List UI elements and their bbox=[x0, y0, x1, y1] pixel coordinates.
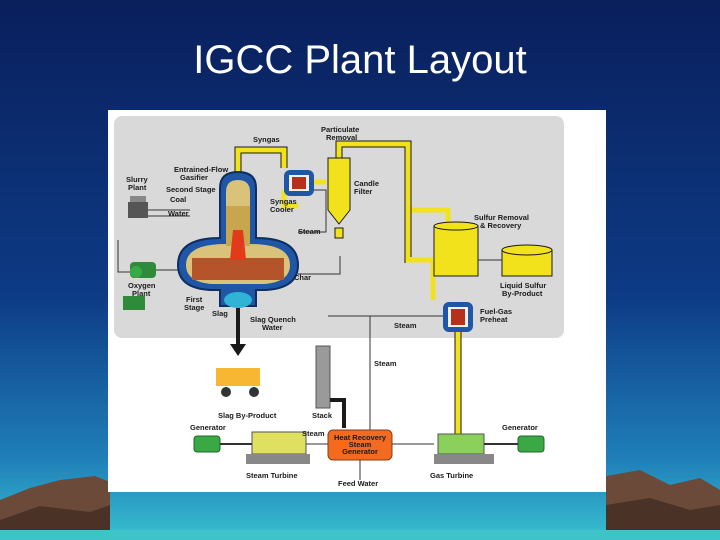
liquid-sulfur-tank bbox=[478, 244, 553, 277]
label-candle-filter-2: Filter bbox=[354, 187, 372, 196]
label-slag-quench-2: Water bbox=[262, 323, 283, 332]
label-syngas-cooler-1: Syngas bbox=[270, 197, 297, 206]
label-steam-turbine: Steam Turbine bbox=[246, 471, 298, 480]
fuel-gas-preheat bbox=[443, 302, 473, 332]
label-generator-left: Generator bbox=[190, 423, 226, 432]
label-slag-quench-1: Slag Quench bbox=[250, 315, 296, 324]
label-sulfur-removal-1: Sulfur Removal bbox=[474, 213, 529, 222]
candle-filter bbox=[327, 157, 351, 239]
label-water: Water bbox=[168, 209, 189, 218]
label-slag: Slag bbox=[212, 309, 228, 318]
gas-turbine-train bbox=[359, 433, 545, 480]
label-hrsg-2: Steam bbox=[349, 440, 372, 449]
slurry-plant bbox=[128, 196, 190, 218]
water-band bbox=[0, 530, 720, 540]
label-gas-turbine: Gas Turbine bbox=[430, 471, 473, 480]
label-char: Char bbox=[294, 273, 311, 282]
label-slurry-plant-1: Slurry bbox=[126, 175, 149, 184]
label-fuel-gas-preheat-2: Preheat bbox=[480, 315, 508, 324]
label-fuel-gas-preheat-1: Fuel-Gas bbox=[480, 307, 512, 316]
page-title: IGCC Plant Layout bbox=[193, 38, 527, 82]
label-generator-right: Generator bbox=[502, 423, 538, 432]
label-stack: Stack bbox=[312, 411, 333, 420]
label-syngas-cooler-2: Cooler bbox=[270, 205, 294, 214]
igcc-diagram: Syngas Particulate Removal Entrained-Flo… bbox=[108, 110, 606, 492]
steam-turbine-train bbox=[193, 431, 328, 464]
label-coal: Coal bbox=[170, 195, 186, 204]
label-first-stage-2: Stage bbox=[184, 303, 204, 312]
label-steam-top: Steam bbox=[298, 227, 321, 236]
label-liquid-sulfur-2: By-Product bbox=[502, 289, 543, 298]
label-oxygen-plant-1: Oxygen bbox=[128, 281, 156, 290]
label-second-stage: Second Stage bbox=[166, 185, 216, 194]
oxygen-plant bbox=[117, 240, 190, 310]
stack bbox=[315, 345, 346, 428]
label-feed-water: Feed Water bbox=[338, 479, 378, 488]
diagram-labels: Syngas Particulate Removal Entrained-Flo… bbox=[126, 125, 546, 488]
label-sulfur-removal-2: & Recovery bbox=[480, 221, 522, 230]
label-candle-filter-1: Candle bbox=[354, 179, 379, 188]
label-first-stage-1: First bbox=[186, 295, 203, 304]
sulfur-removal-vessel bbox=[433, 221, 479, 277]
label-steam-lower: Steam bbox=[374, 359, 397, 368]
steam-lines bbox=[298, 189, 443, 440]
slag-removal bbox=[216, 308, 260, 397]
label-slurry-plant-2: Plant bbox=[128, 183, 147, 192]
label-oxygen-plant-2: Plant bbox=[132, 289, 151, 298]
label-steam-hrsg: Steam bbox=[302, 429, 325, 438]
label-gasifier-2: Gasifier bbox=[180, 173, 208, 182]
label-gasifier-1: Entrained-Flow bbox=[174, 165, 228, 174]
label-particulate-removal-2: Removal bbox=[326, 133, 357, 142]
label-slag-byproduct: Slag By-Product bbox=[218, 411, 277, 420]
label-particulate-removal-1: Particulate bbox=[321, 125, 359, 134]
entrained-flow-gasifier bbox=[176, 170, 300, 308]
label-syngas: Syngas bbox=[253, 135, 280, 144]
label-liquid-sulfur-1: Liquid Sulfur bbox=[500, 281, 546, 290]
label-hrsg-1: Heat Recovery bbox=[334, 433, 387, 442]
label-hrsg-3: Generator bbox=[342, 447, 378, 456]
mountain-right-shadow bbox=[606, 498, 720, 540]
label-steam-mid: Steam bbox=[394, 321, 417, 330]
syngas-cooler bbox=[284, 170, 314, 196]
